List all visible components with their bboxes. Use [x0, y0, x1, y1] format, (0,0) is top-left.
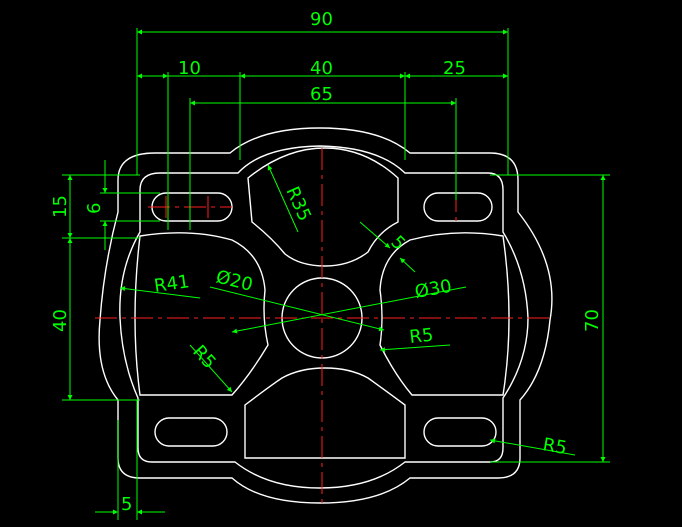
slot-bottom-right [423, 417, 497, 447]
leader-r41 [119, 286, 201, 299]
dim-text-25: 25 [443, 58, 466, 79]
dim-text-r41: R41 [153, 271, 191, 297]
dim-text-40-top: 40 [310, 58, 333, 79]
dim-text-10: 10 [178, 58, 201, 79]
leader-dia30 [231, 286, 467, 334]
dim-text-6: 6 [84, 203, 105, 214]
leader-r5-left [189, 344, 233, 393]
inner-offset-contour [119, 145, 529, 489]
slot-top-right [423, 192, 493, 222]
dim-text-65: 65 [310, 84, 333, 105]
dim-text-dia20: Ø20 [214, 266, 255, 295]
leader-5-slant [359, 221, 391, 249]
dim-text-15: 15 [50, 195, 71, 218]
dim-text-5-slant: 5 [386, 232, 409, 255]
leader-dia20 [209, 286, 385, 332]
left-cavity [134, 232, 269, 396]
dim-text-40-left: 40 [50, 309, 71, 332]
bottom-cavity [244, 367, 406, 459]
right-cavity [379, 232, 510, 396]
leader-r5-center [379, 344, 451, 353]
dim-text-r5-left: R5 [188, 341, 220, 373]
dim-text-90: 90 [310, 9, 333, 30]
top-cavity [247, 147, 399, 267]
dimensions: 90 10 40 25 65 15 6 40 [50, 9, 610, 520]
outer-contour [98, 127, 553, 504]
centerlines [95, 148, 550, 505]
dim-text-r5-bottom: R5 [541, 434, 568, 459]
leader-r5-bottom [489, 438, 576, 456]
dim-text-70: 70 [582, 309, 603, 332]
slot-bottom-left [154, 417, 228, 447]
dim-text-r5-center: R5 [408, 325, 434, 348]
dim-text-5-bottom: 5 [121, 494, 132, 515]
part-geometry [98, 127, 553, 504]
dim-text-r35: R35 [281, 183, 315, 224]
dim-text-dia30: Ø30 [413, 276, 453, 303]
leader-r35 [267, 164, 299, 233]
